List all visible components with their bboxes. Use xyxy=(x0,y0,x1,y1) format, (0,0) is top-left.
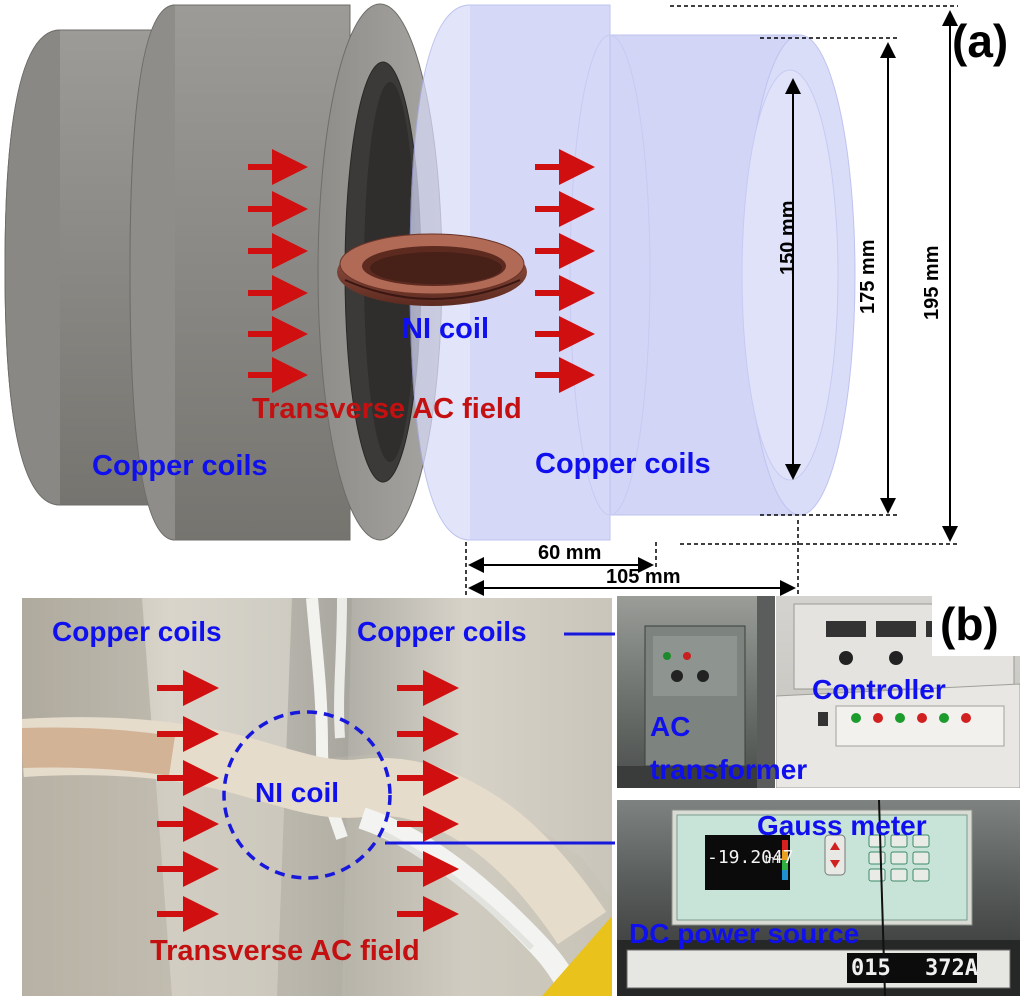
copper-coils-label-b-right: Copper coils xyxy=(357,616,527,647)
ni-coil-ring xyxy=(337,233,527,306)
gauss-meter-label: Gauss meter xyxy=(757,810,927,841)
dimension-105-label: 105 mm xyxy=(606,566,681,588)
copper-coils-label-b-left: Copper coils xyxy=(52,616,222,647)
gauss-meter-reading: -19.2047 xyxy=(707,847,794,868)
ac-label: AC xyxy=(650,711,691,742)
photo-coil-scene xyxy=(22,598,612,996)
controller-label: Controller xyxy=(812,674,946,705)
photo-gauss-meter-dc-source xyxy=(617,800,1020,996)
transformer-label: transformer xyxy=(650,754,808,785)
gauss-meter-unit: mT xyxy=(765,854,781,866)
ni-coil-label-a: NI coil xyxy=(402,313,490,345)
dc-source-reading: 015 xyxy=(851,956,891,981)
photo-ac-transformer xyxy=(617,596,775,788)
ni-coil-dashed-circle xyxy=(222,710,392,880)
dc-power-source-label: DC power source xyxy=(629,918,860,949)
ni-coil-label-b: NI coil xyxy=(255,777,340,808)
panel-a-letter: (a) xyxy=(952,15,1009,67)
panel-b-letter-box xyxy=(932,594,1022,656)
field-arrows-a-right xyxy=(535,149,595,393)
dimension-lines xyxy=(465,5,958,596)
panel-b-letter: (b) xyxy=(940,598,999,650)
dimension-60-label: 60 mm xyxy=(538,542,602,564)
copper-coils-label-a-left: Copper coils xyxy=(92,450,268,482)
copper-coils-label-a-right: Copper coils xyxy=(535,448,711,480)
transverse-field-label-a: Transverse AC field xyxy=(252,393,522,425)
dc-source-reading-current: 372A xyxy=(925,956,978,981)
field-arrows-a-left xyxy=(248,149,308,393)
photo-coil-setup xyxy=(22,598,612,996)
transverse-field-label-b: Transverse AC field xyxy=(150,935,420,967)
